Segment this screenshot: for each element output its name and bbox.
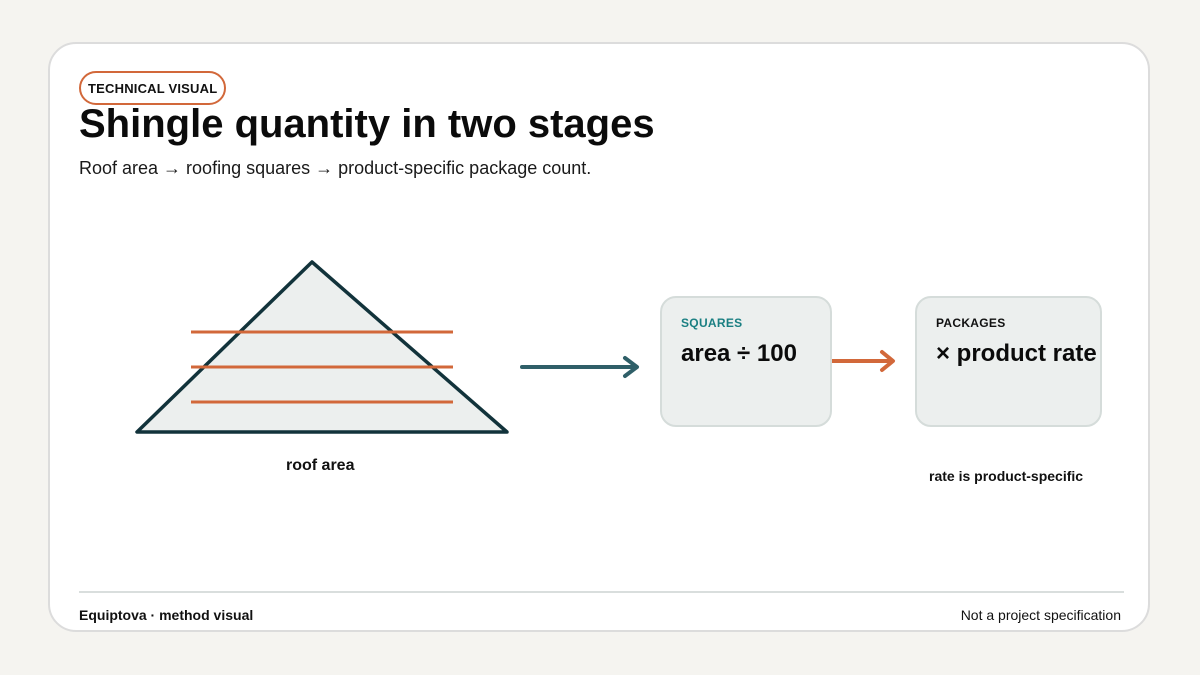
arrow-to-squares [520,356,639,378]
packages-label: PACKAGES [936,316,1006,330]
packages-box: PACKAGES × product rate [915,296,1102,427]
squares-formula: area ÷ 100 [681,340,797,367]
footer-divider [79,591,1124,593]
roof-triangle [135,260,509,434]
roof-area-caption: roof area [286,457,355,474]
footer-disclaimer: Not a project specification [960,607,1121,623]
footer-brand: Equiptova · method visual [79,607,254,623]
squares-box: SQUARES area ÷ 100 [660,296,832,427]
arrow-to-packages [830,350,895,372]
category-badge: TECHNICAL VISUAL [79,71,227,105]
roof-diagram [135,260,895,434]
rate-caption: rate is product-specific [929,468,1084,484]
page-subtitle: Roof area → roofing squares → product-sp… [79,158,592,178]
squares-label: SQUARES [681,316,743,330]
page-title: Shingle quantity in two stages [79,102,655,146]
visual-card: TECHNICAL VISUAL Shingle quantity in two… [48,42,1150,632]
packages-formula: × product rate [936,340,1097,367]
